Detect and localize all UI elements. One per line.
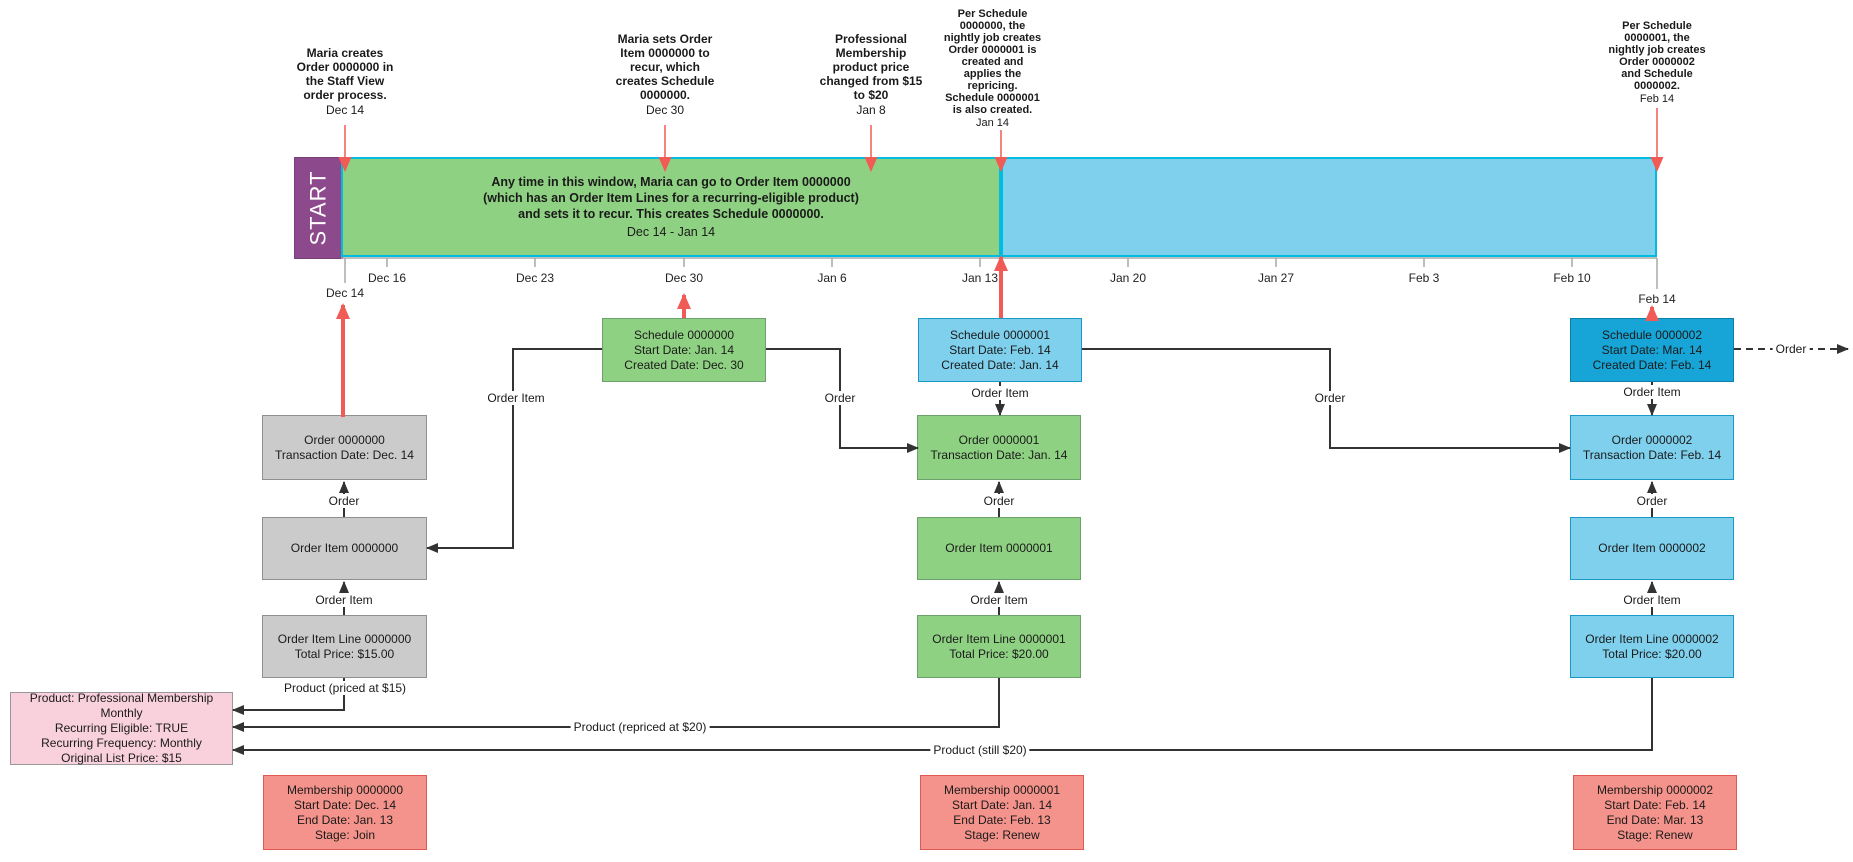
edge-label-order-item: Order Item [967,593,1031,607]
edge-label-order-item: Order Item [312,593,376,607]
timeline-start-block: START [294,157,343,259]
edge-label-order: Order [980,494,1018,508]
order-item-0000001-box: Order Item 0000001 [917,517,1081,580]
annotation-date: Feb 14 [1639,93,1675,105]
annotation-date: Dec 30 [645,103,685,117]
annotation-date: Jan 14 [975,117,1010,129]
annotation-text: Per Schedule 0000000, the nightly job cr… [943,8,1042,116]
annotation-recur-set: Maria sets Order Item 0000000 to recur, … [600,32,730,117]
order-0000001-box: Order 0000001 Transaction Date: Jan. 14 [917,415,1081,480]
product-box: Product: Professional Membership Monthly… [10,691,233,765]
edge-label-order: Order [821,391,859,405]
timeline-blue-window [1001,157,1657,257]
annotation-date: Jan 8 [856,103,886,117]
order-item-line-0000002-box: Order Item Line 0000002 Total Price: $20… [1570,615,1734,678]
axis-label-feb14: Feb 14 [1638,292,1676,306]
edge-schedule0-to-orderitem0 [426,348,602,553]
axis-label-jan6: Jan 6 [817,271,847,285]
order-0000002-box: Order 0000002 Transaction Date: Feb. 14 [1570,415,1734,480]
edge-label-order-item: Order Item [1620,593,1684,607]
axis-label-feb3: Feb 3 [1408,271,1440,285]
membership-0000000-box: Membership 0000000 Start Date: Dec. 14 E… [263,775,427,850]
axis-label-jan20: Jan 20 [1109,271,1147,285]
edge-label-order-item: Order Item [968,386,1032,400]
annotation-date: Dec 14 [325,103,365,117]
edge-label-order: Order [1633,494,1671,508]
axis-label-dec30: Dec 30 [664,271,704,285]
membership-0000001-box: Membership 0000001 Start Date: Jan. 14 E… [920,775,1084,850]
edge-oil2-to-product [232,678,1653,755]
timeline-window-range: Dec 14 - Jan 14 [626,225,716,239]
order-item-0000002-box: Order Item 0000002 [1570,517,1734,580]
annotation-order-created: Maria creates Order 0000000 in the Staff… [275,46,415,117]
timeline-window-text: Any time in this window, Maria can go to… [483,175,859,221]
axis-label-dec16: Dec 16 [367,271,407,285]
timeline-green-window [341,157,1001,257]
timeline-window-caption: Any time in this window, Maria can go to… [341,157,1001,257]
edge-label-order: Order [1772,342,1810,356]
annotation-nightly-job-2: Per Schedule 0000001, the nightly job cr… [1582,20,1732,105]
red-date-arrows [336,108,1664,417]
edge-label-product-priced: Product (priced at $15) [280,681,410,695]
order-item-0000000-box: Order Item 0000000 [262,517,427,580]
annotation-price-change: Professional Membership product price ch… [801,32,941,117]
axis-label-dec23: Dec 23 [515,271,555,285]
edge-label-product-still: Product (still $20) [930,743,1030,757]
axis-label-dec14: Dec 14 [325,286,365,300]
annotation-text: Professional Membership product price ch… [819,32,923,102]
annotation-text: Per Schedule 0000001, the nightly job cr… [1608,20,1706,92]
order-item-line-0000000-box: Order Item Line 0000000 Total Price: $15… [262,615,427,678]
schedule-0000002-box: Schedule 0000002 Start Date: Mar. 14 Cre… [1570,318,1734,382]
edge-label-order: Order [1311,391,1349,405]
edge-label-order-item: Order Item [1620,385,1684,399]
edge-label-product-repriced: Product (repriced at $20) [570,720,710,734]
schedule-0000001-box: Schedule 0000001 Start Date: Feb. 14 Cre… [918,318,1082,382]
order-item-line-0000001-box: Order Item Line 0000001 Total Price: $20… [917,615,1081,678]
order-0000000-box: Order 0000000 Transaction Date: Dec. 14 [262,415,427,480]
axis-label-jan13: Jan 13 [961,271,999,285]
schedule-0000000-box: Schedule 0000000 Start Date: Jan. 14 Cre… [602,318,766,382]
annotation-text: Maria creates Order 0000000 in the Staff… [296,46,394,102]
axis-label-jan27: Jan 27 [1257,271,1295,285]
edge-label-order-item: Order Item [484,391,548,405]
edge-label-order: Order [325,494,363,508]
axis-label-feb10: Feb 10 [1553,271,1591,285]
membership-0000002-box: Membership 0000002 Start Date: Feb. 14 E… [1573,775,1737,850]
annotation-text: Maria sets Order Item 0000000 to recur, … [615,32,715,102]
edge-oil1-to-product [232,678,1000,732]
entity-connectors [232,344,1849,755]
annotation-nightly-job-1: Per Schedule 0000000, the nightly job cr… [925,8,1060,129]
